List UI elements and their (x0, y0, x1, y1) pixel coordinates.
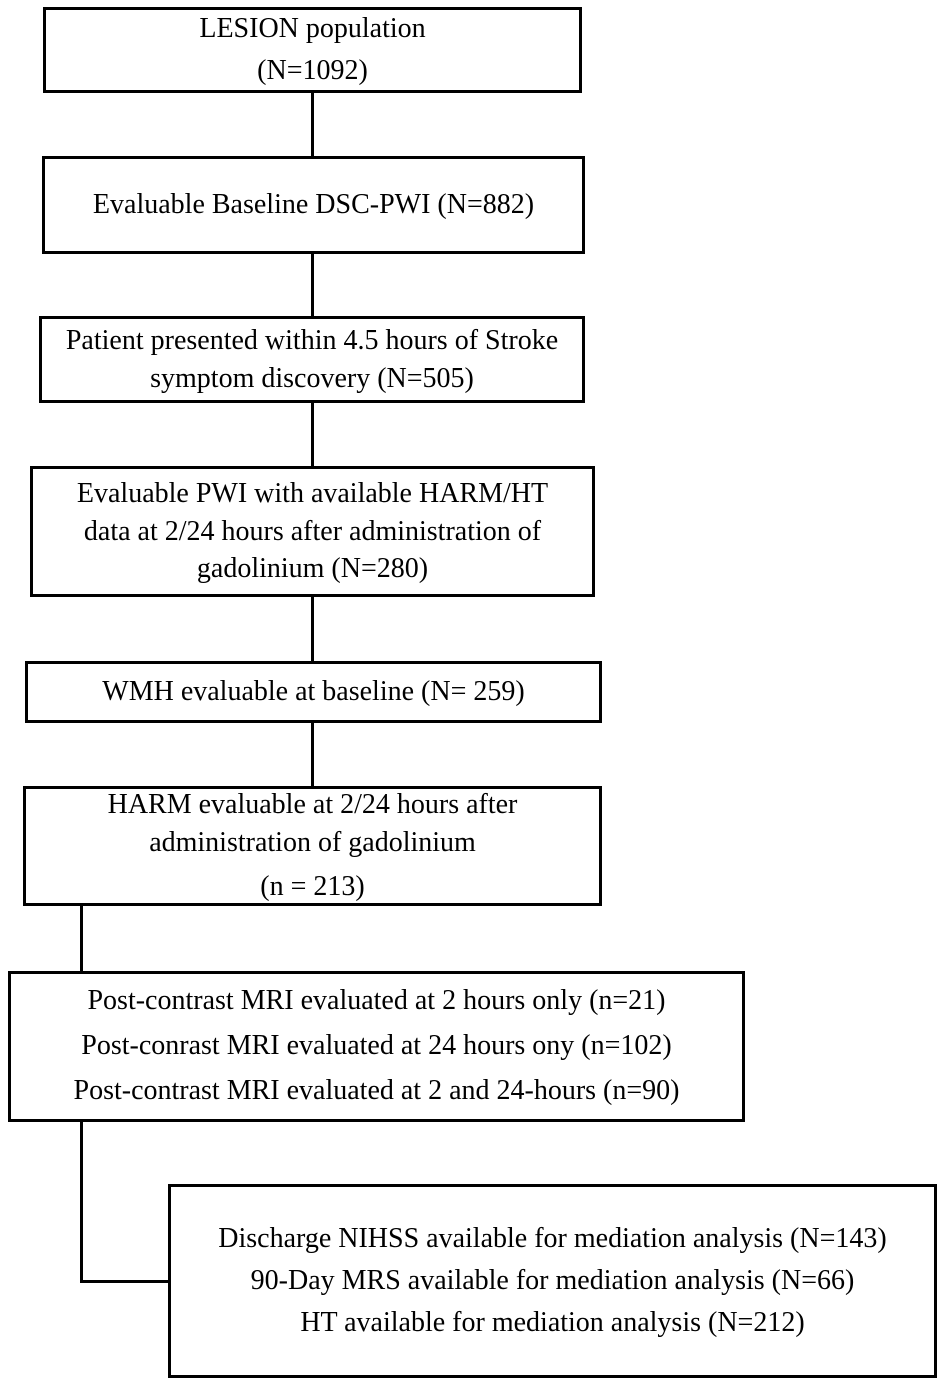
box-text-line: (N=1092) (257, 55, 368, 86)
box-text-line: Patient presented within 4.5 hours of St… (65, 324, 559, 356)
connector-line-4 (311, 596, 314, 662)
box-text-line: Discharge NIHSS available for mediation … (218, 1223, 887, 1254)
box-text-line: HT available for mediation analysis (N=2… (300, 1307, 805, 1338)
box-text-line: Evaluable PWI with available HARM/HT (76, 478, 549, 510)
box-text-line: LESION population (199, 13, 426, 44)
connector-line-3 (311, 402, 314, 467)
connector-line-1 (311, 92, 314, 157)
box-text-line: 90-Day MRS available for mediation analy… (250, 1265, 855, 1296)
flow-box-lesion-population: LESION population (N=1092) (43, 7, 582, 93)
flow-box-wmh-evaluable: WMH evaluable at baseline (N= 259) (25, 661, 602, 723)
box-text-line: data at 2/24 hours after administration … (83, 515, 542, 547)
box-text-line: Post-contrast MRI evaluated at 2 and 24-… (73, 1074, 680, 1106)
box-text-line: administration of gadolinium (149, 826, 476, 858)
box-text-line: gadolinium (N=280) (196, 553, 429, 585)
box-text-line: HARM evaluable at 2/24 hours after (107, 789, 518, 821)
connector-line-6 (80, 905, 83, 972)
flow-box-patient-presented: Patient presented within 4.5 hours of St… (39, 316, 585, 403)
flow-box-harm-evaluable: HARM evaluable at 2/24 hours after admin… (23, 786, 602, 906)
flow-box-evaluable-baseline-dsc-pwi: Evaluable Baseline DSC-PWI (N=882) (42, 156, 585, 254)
box-text-line: Post-contrast MRI evaluated at 2 hours o… (87, 985, 666, 1017)
box-text-line: (n = 213) (260, 871, 365, 903)
connector-line-2 (311, 253, 314, 317)
flow-box-evaluable-pwi-harm-ht: Evaluable PWI with available HARM/HT dat… (30, 466, 595, 597)
connector-line-7-horizontal (80, 1280, 171, 1283)
box-text-line: WMH evaluable at baseline (N= 259) (102, 676, 525, 708)
flow-box-post-contrast-mri: Post-contrast MRI evaluated at 2 hours o… (8, 971, 745, 1122)
box-text-line: Evaluable Baseline DSC-PWI (N=882) (92, 189, 535, 221)
connector-line-5 (311, 722, 314, 787)
box-text-line: symptom discovery (N=505) (150, 362, 474, 394)
flow-box-mediation-analysis: Discharge NIHSS available for mediation … (168, 1184, 937, 1378)
box-text-line: Post-conrast MRI evaluated at 24 hours o… (81, 1030, 672, 1062)
connector-line-7-vertical (80, 1121, 83, 1283)
